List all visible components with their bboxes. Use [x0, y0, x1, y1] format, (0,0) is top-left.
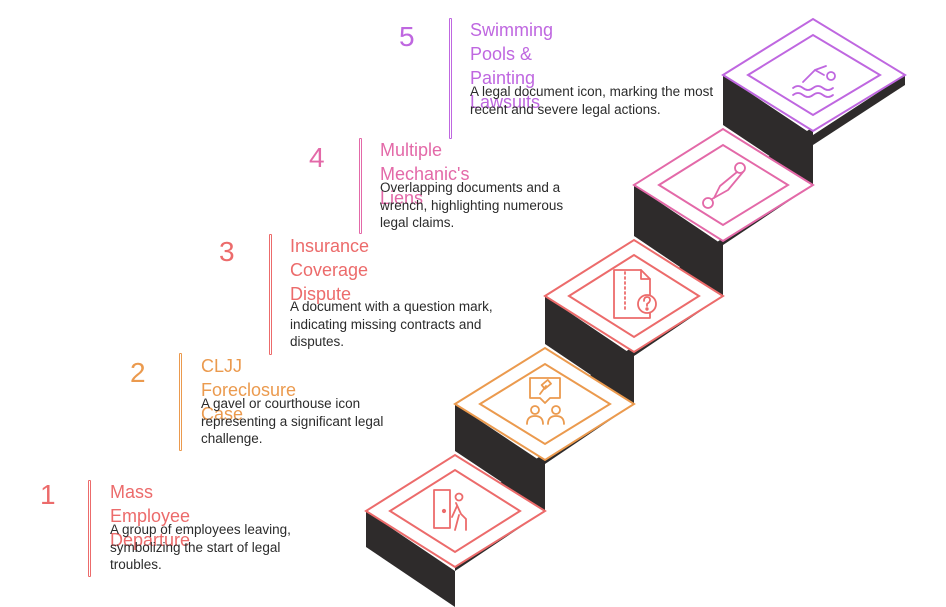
step-2-divider — [179, 353, 182, 451]
step-1-description: A group of employees leaving, symbolizin… — [110, 522, 291, 572]
wrench-icon — [702, 162, 746, 209]
step-1-tread — [364, 453, 547, 569]
exit-door-person-icon — [433, 489, 467, 531]
step-5-divider — [449, 18, 452, 139]
step-4-title: Multiple Mechanic's Liens — [380, 140, 470, 208]
step-2-description: A gavel or courthouse icon representing … — [201, 396, 384, 446]
step-3-number: 3 — [219, 236, 235, 267]
step-5-title: Swimming Pools & Painting Lawsuits — [470, 20, 554, 112]
gavel-people-icon — [526, 377, 565, 425]
step-2-title: CLJJ Foreclosure Case — [201, 356, 297, 424]
step-4-description: Overlapping documents and a wrench, high… — [380, 180, 564, 230]
step-2-tread — [453, 346, 636, 462]
step-1-divider — [88, 480, 91, 577]
step-3-description: A document with a question mark, indicat… — [290, 299, 493, 349]
step-4-divider — [359, 138, 362, 234]
step-3-tread — [543, 238, 725, 354]
swimmer-icon — [792, 65, 836, 98]
step-4-number: 4 — [309, 142, 325, 173]
step-1-number: 1 — [40, 479, 56, 510]
step-5-description: A legal document icon, marking the most … — [470, 84, 714, 117]
step-5-number: 5 — [399, 21, 415, 52]
document-question-icon — [613, 269, 657, 319]
step-1-title: Mass Employee Departure — [110, 482, 191, 550]
step-3-divider — [269, 234, 272, 355]
step-5-tread — [721, 17, 907, 133]
step-2-number: 2 — [130, 357, 146, 388]
step-3-title: Insurance Coverage Dispute — [290, 236, 370, 304]
step-4-tread — [632, 127, 815, 243]
